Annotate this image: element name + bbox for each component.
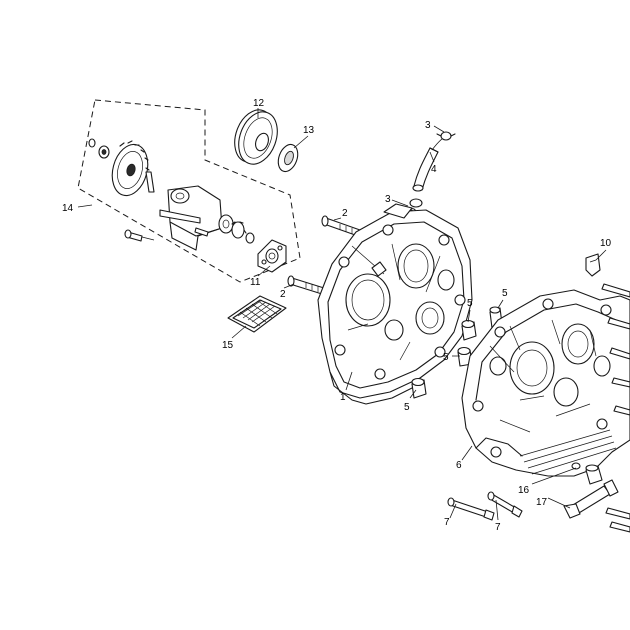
callout-3-upper: 3 [425, 120, 431, 131]
callout-10: 10 [600, 238, 612, 249]
right-mounting-bolts [601, 283, 630, 416]
callout-5-a: 5 [502, 288, 508, 299]
callout-3-lower: 3 [385, 194, 391, 205]
part-4-breather-hose [412, 133, 451, 192]
part-5-dowel-b [461, 319, 477, 341]
part-7-bolt-right [487, 491, 523, 518]
callout-2-lower: 2 [280, 289, 286, 300]
part-10-bracket [585, 253, 601, 277]
part-13-washer [277, 143, 299, 173]
callout-12: 12 [253, 98, 265, 109]
callout-7-left: 7 [444, 517, 450, 528]
part-15-oil-strainer [227, 295, 287, 333]
callout-5-b: 5 [467, 298, 473, 309]
part-3-hose-clip-upper [436, 131, 456, 141]
part-11-pump-cover [257, 239, 287, 273]
callout-5-c: 5 [443, 352, 449, 363]
callout-4: 4 [431, 164, 437, 175]
part-7-bolt-left [447, 497, 495, 521]
callout-7-right: 7 [495, 522, 501, 533]
callout-2-upper: 2 [342, 208, 348, 219]
callout-16: 16 [518, 485, 530, 496]
oil-pump-group-boundary [77, 99, 301, 283]
part-16-drain-plug [571, 462, 603, 485]
part-14-oil-pump-assembly [88, 138, 255, 251]
callout-5-d: 5 [404, 402, 410, 413]
callout-14: 14 [62, 203, 74, 214]
part-12-oil-pump-driven-gear [234, 109, 278, 165]
leader-lines [77, 108, 607, 521]
part-2-bolt-upper [321, 215, 361, 237]
callout-13: 13 [303, 125, 315, 136]
part-6-right-crankcase [461, 289, 630, 477]
callout-6: 6 [456, 460, 462, 471]
callout-17: 17 [536, 497, 548, 508]
callout-11: 11 [250, 277, 261, 288]
part-2-bolt-lower [287, 275, 325, 295]
part-17-lever [563, 479, 619, 519]
part-5-dowel-d [411, 377, 427, 399]
part-1-left-crankcase [317, 203, 473, 405]
callout-15: 15 [222, 340, 234, 351]
callout-1: 1 [340, 392, 346, 403]
callout-labels: 12 13 3 4 3 14 2 10 11 2 5 5 5 15 1 5 6 … [62, 98, 612, 533]
bolts-lower-right [605, 507, 630, 533]
